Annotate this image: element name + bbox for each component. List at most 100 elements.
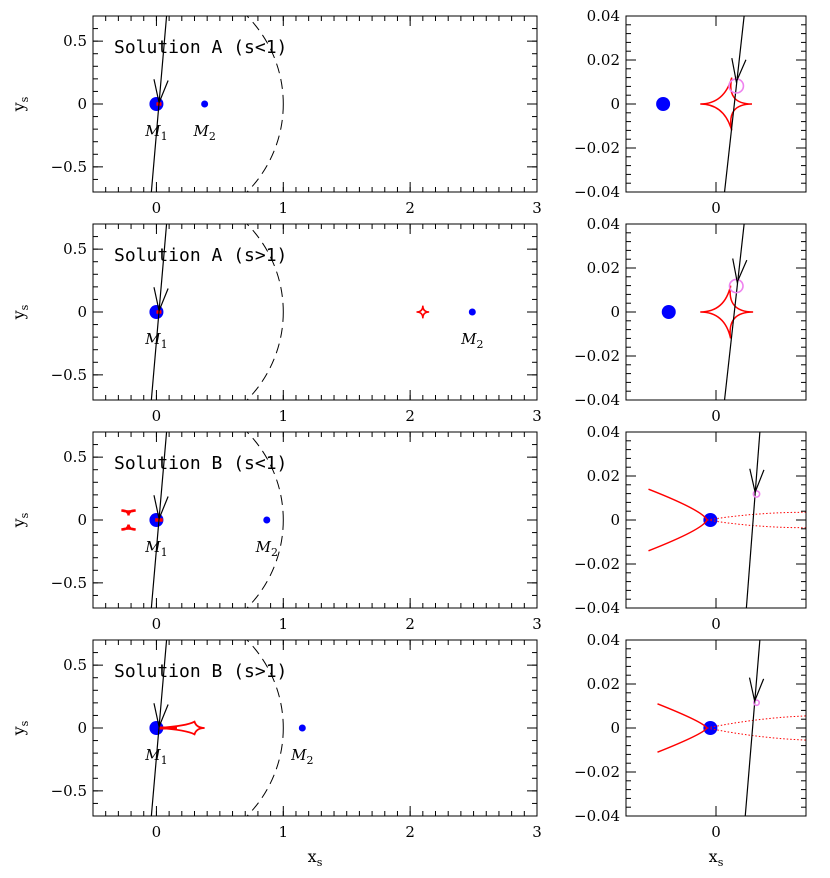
elongated-caustic <box>158 720 205 736</box>
y-tick-label: 0.02 <box>587 675 620 693</box>
x-tick-label: 1 <box>279 199 289 217</box>
mass-label-main: M <box>290 746 307 764</box>
y-tick-label: 0.5 <box>63 448 87 466</box>
y-tick-label: −0.5 <box>51 366 87 384</box>
mass-label-main: M <box>144 330 161 348</box>
mass-m2-label: M2 <box>192 122 215 143</box>
mass-m1-dot <box>656 97 671 111</box>
mass-label-main: M <box>144 122 161 140</box>
x-axis-title-sub: s <box>317 856 323 869</box>
y-tick-label: 0.5 <box>63 656 87 674</box>
y-tick-label: 0.5 <box>63 32 87 50</box>
y-tick-label: 0.04 <box>587 423 620 441</box>
panel-title: Solution A (s>1) <box>114 245 287 266</box>
plot-area <box>648 432 806 608</box>
y-axis-title-main: y <box>9 518 28 528</box>
mass-label-main: M <box>144 538 161 556</box>
mass-label-sub: 1 <box>161 546 168 559</box>
y-tick-label: 0 <box>610 511 620 529</box>
triangular-caustic <box>121 524 136 531</box>
x-tick-label: 0 <box>711 407 721 425</box>
x-axis-title-main: x <box>709 847 718 866</box>
planetary-caustic <box>416 305 430 319</box>
y-axis-title-sub: s <box>18 96 31 102</box>
y-tick-label: 0.04 <box>587 215 620 233</box>
mass-m1-label: M1 <box>144 122 167 143</box>
y-axis-title: ys <box>9 720 31 736</box>
x-axis-title: xs <box>709 847 724 869</box>
mass-m2-dot <box>263 516 271 524</box>
y-tick-label: −0.02 <box>574 139 620 157</box>
caustic-solid-branch <box>648 488 708 521</box>
plot-area <box>149 224 476 400</box>
x-tick-label: 0 <box>152 199 162 217</box>
y-tick-label: −0.04 <box>574 807 620 825</box>
y-tick-label: 0 <box>77 719 87 737</box>
y-axis-title: ys <box>9 96 31 112</box>
y-tick-label: 0 <box>610 95 620 113</box>
mass-label-sub: 1 <box>161 338 168 351</box>
source-circle <box>752 699 760 707</box>
y-tick-label: −0.5 <box>51 574 87 592</box>
source-trajectory <box>745 432 761 608</box>
y-tick-label: 0 <box>77 95 87 113</box>
y-tick-label: 0 <box>610 303 620 321</box>
mass-label-sub: 2 <box>476 338 483 351</box>
x-tick-label: 0 <box>152 823 162 841</box>
mass-label-main: M <box>460 330 477 348</box>
mass-label-sub: 1 <box>161 754 168 767</box>
mass-label-sub: 1 <box>161 130 168 143</box>
y-tick-label: 0.04 <box>587 7 620 25</box>
plot-area <box>657 640 806 816</box>
y-tick-label: −0.04 <box>574 391 620 409</box>
y-axis-title-sub: s <box>18 720 31 726</box>
mass-m1-label: M1 <box>144 330 167 351</box>
x-tick-label: 0 <box>711 823 721 841</box>
y-tick-label: −0.04 <box>574 599 620 617</box>
mass-m2-dot <box>298 724 306 732</box>
mass-m1-dot <box>661 305 676 319</box>
x-tick-label: 0 <box>152 615 162 633</box>
trajectory-arrow <box>153 703 169 729</box>
mass-label-main: M <box>144 746 161 764</box>
mass-m2-label: M2 <box>290 746 313 767</box>
mass-label-sub: 2 <box>271 546 278 559</box>
y-tick-label: 0.04 <box>587 631 620 649</box>
mass-m1-dot <box>703 513 718 527</box>
x-tick-label: 2 <box>405 407 415 425</box>
caustic-solid-branch <box>657 727 708 753</box>
x-tick-label: 0 <box>152 407 162 425</box>
panel-title: Solution B (s<1) <box>114 453 287 474</box>
source-circle <box>752 490 761 498</box>
y-axis-title-sub: s <box>18 304 31 310</box>
trajectory-arrow <box>749 468 765 495</box>
y-tick-label: −0.5 <box>51 782 87 800</box>
axes-frame <box>625 223 807 401</box>
x-axis-title-sub: s <box>718 856 724 869</box>
plot-area <box>149 640 306 816</box>
x-tick-label: 1 <box>279 823 289 841</box>
central-caustic <box>700 285 754 339</box>
trajectory-arrow <box>732 258 748 285</box>
y-tick-label: 0.02 <box>587 51 620 69</box>
x-tick-label: 1 <box>279 615 289 633</box>
x-tick-label: 3 <box>532 823 542 841</box>
mass-m1-label: M1 <box>144 538 167 559</box>
trajectory-arrow <box>153 79 169 105</box>
plot-area <box>149 16 284 192</box>
einstein-ring <box>246 16 284 192</box>
x-axis-title-main: x <box>308 847 317 866</box>
mass-label-main: M <box>192 122 209 140</box>
trajectory-arrow <box>153 495 169 521</box>
source-trajectory <box>744 640 761 816</box>
y-tick-label: 0.02 <box>587 467 620 485</box>
y-tick-label: 0 <box>77 303 87 321</box>
y-tick-label: 0.5 <box>63 240 87 258</box>
y-tick-label: 0 <box>77 511 87 529</box>
caustic-dotted-branch <box>706 519 806 529</box>
